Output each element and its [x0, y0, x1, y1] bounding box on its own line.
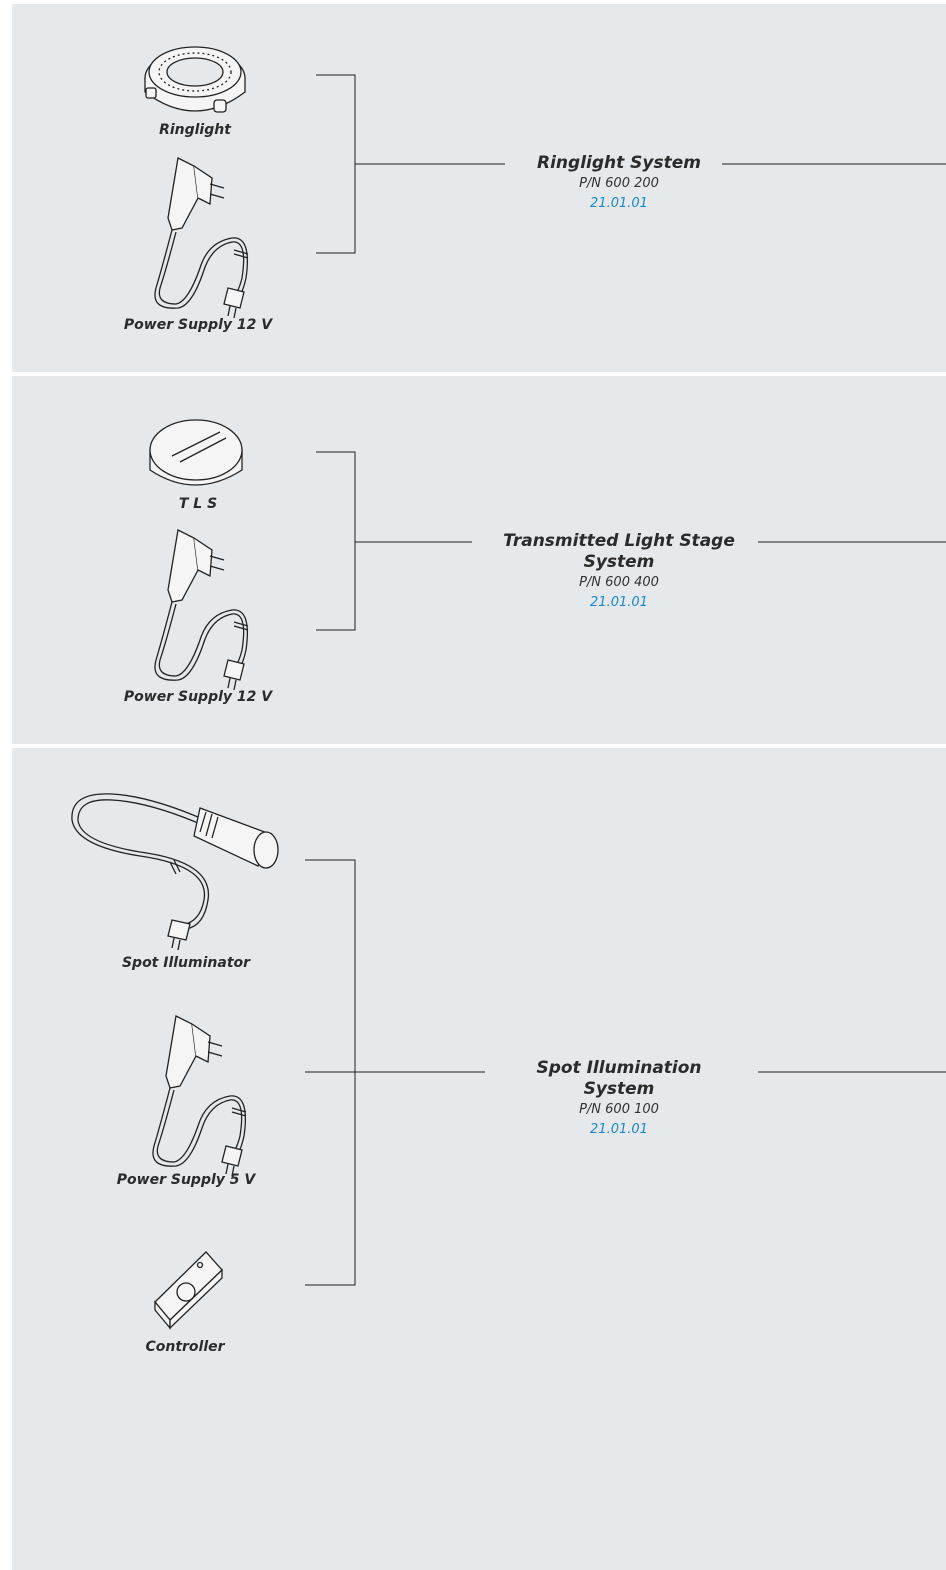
- system-title: Ringlight System: [537, 153, 701, 173]
- reference-link[interactable]: 21.01.01: [590, 196, 648, 211]
- component-label: Power Supply 12 V: [123, 689, 273, 705]
- spot-illumination-system-panel: [12, 748, 946, 1570]
- part-number: P/N 600 100: [579, 1102, 659, 1117]
- system-title: Transmitted Light Stage System: [503, 531, 735, 572]
- part-number: P/N 600 400: [579, 575, 659, 590]
- component-label: Ringlight: [159, 122, 231, 138]
- component-label: Spot Illuminator: [121, 955, 251, 971]
- system-block: Spot Illumination System P/N 600 100 21.…: [499, 1058, 739, 1140]
- spot-system-bracket: [305, 859, 946, 1286]
- power-supply-icon: [152, 1015, 247, 1177]
- system-block: Ringlight System P/N 600 200 21.01.01: [499, 153, 739, 214]
- power-supply-icon: [154, 529, 249, 691]
- system-block: Transmitted Light Stage System P/N 600 4…: [499, 531, 739, 613]
- component-label: Power Supply 12 V: [123, 317, 273, 333]
- tls-stage-icon: [149, 419, 243, 486]
- component-label: T L S: [178, 496, 218, 512]
- tls-system-bracket: [316, 451, 946, 631]
- component-label: Controller: [145, 1339, 225, 1355]
- component-label: Power Supply 5 V: [116, 1172, 256, 1188]
- reference-link[interactable]: 21.01.01: [590, 595, 648, 610]
- part-number: P/N 600 200: [579, 176, 659, 191]
- ringlight-system-bracket: [316, 74, 946, 254]
- system-title: Spot Illumination System: [536, 1058, 702, 1099]
- controller-icon: [154, 1251, 223, 1330]
- reference-link[interactable]: 21.01.01: [590, 1122, 648, 1137]
- spot-illuminator-icon: [71, 793, 279, 951]
- power-supply-icon: [154, 157, 249, 319]
- ringlight-icon: [144, 46, 246, 113]
